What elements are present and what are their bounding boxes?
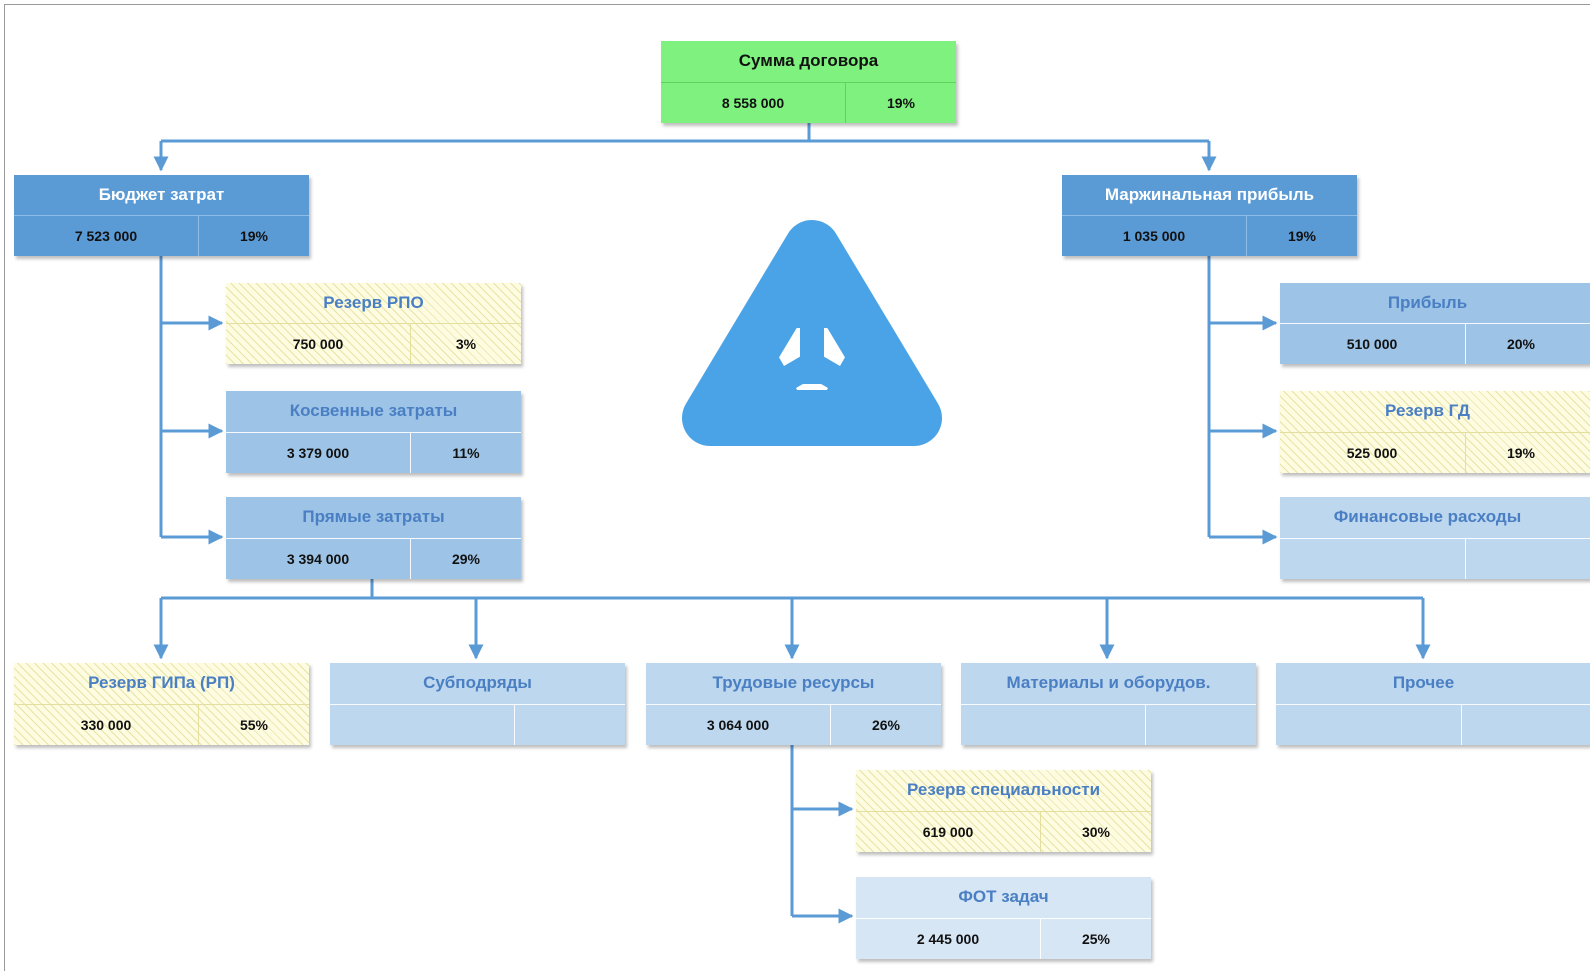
node-title: Сумма договора [738,51,879,70]
node-title: Резерв специальности [906,780,1101,799]
node-cost-budget: Бюджет затрат 7 523 000 19% [14,175,309,256]
node-direct-costs: Прямые затраты 3 394 000 29% [226,497,521,579]
triangle-arrows-logo [682,220,942,446]
node-percent [1461,705,1572,745]
node-profit: Прибыль 510 000 20% [1280,283,1590,364]
node-reserve-gd: Резерв ГД 525 000 19% [1280,391,1590,473]
node-title: Финансовые расходы [1333,507,1522,526]
node-title: Субподряды [423,673,532,692]
node-value: 1 035 000 [1122,228,1186,244]
node-values-row [1280,538,1590,579]
node-subcontracts: Субподряды [330,663,625,745]
node-marginal-profit: Маржинальная прибыль 1 035 000 19% [1062,175,1357,256]
node-title: Резерв РПО [323,293,424,312]
node-title: Косвенные затраты [289,401,458,420]
node-value: 330 000 [80,717,132,733]
node-percent: 3% [410,324,521,364]
node-percent: 30% [1040,812,1151,852]
node-values-row: 525 000 19% [1280,432,1590,473]
node-percent: 26% [830,705,941,745]
node-percent: 19% [1465,433,1576,473]
node-contract-sum: Сумма договора 8 558 000 19% [661,41,956,123]
node-value [961,705,1145,745]
node-percent: 19% [1246,216,1357,256]
node-values-row: 8 558 000 19% [661,82,956,123]
node-values-row [1276,704,1590,745]
node-percent: 19% [198,216,309,256]
node-title: Резерв ГД [1385,401,1470,420]
node-title: Трудовые ресурсы [712,673,875,692]
node-values-row: 3 394 000 29% [226,538,521,579]
node-title: Прибыль [1387,293,1468,312]
node-values-row: 510 000 20% [1280,323,1590,364]
node-value [1280,539,1464,579]
node-values-row: 750 000 3% [226,323,521,364]
node-title: Резерв ГИПа (РП) [88,673,235,692]
node-labor-resources: Трудовые ресурсы 3 064 000 26% [646,663,941,745]
node-values-row: 3 064 000 26% [646,704,941,745]
node-value: 8 558 000 [721,95,785,111]
logo-arrow-up [782,268,842,384]
node-values-row: 330 000 55% [14,704,309,745]
node-value: 750 000 [292,336,344,352]
node-values-row: 3 379 000 11% [226,432,521,473]
node-task-payroll: ФОТ задач 2 445 000 25% [856,877,1151,959]
node-title: Прямые затраты [302,507,445,526]
node-values-row [330,704,625,745]
node-percent [1465,539,1576,579]
node-value: 510 000 [1346,336,1398,352]
node-values-row: 1 035 000 19% [1062,215,1357,256]
logo-triangle-outline [682,220,942,446]
node-title: ФОТ задач [958,887,1049,906]
node-percent: 20% [1465,324,1576,364]
node-value: 525 000 [1346,445,1398,461]
node-financial-expenses: Финансовые расходы [1280,497,1590,579]
node-value: 3 394 000 [286,551,350,567]
node-value: 3 064 000 [706,717,770,733]
node-value [330,705,514,745]
node-value: 7 523 000 [74,228,138,244]
node-values-row: 7 523 000 19% [14,215,309,256]
diagram-canvas [4,4,1590,971]
node-values-row: 2 445 000 25% [856,918,1151,959]
node-values-row: 619 000 30% [856,811,1151,852]
node-indirect-costs: Косвенные затраты 3 379 000 11% [226,391,521,473]
node-title: Маржинальная прибыль [1104,185,1315,204]
node-percent: 19% [845,83,956,123]
node-value: 3 379 000 [286,445,350,461]
node-title: Бюджет затрат [98,185,225,204]
node-percent: 55% [198,705,309,745]
node-other: Прочее [1276,663,1590,745]
node-value: 2 445 000 [916,931,980,947]
node-percent: 29% [410,539,521,579]
node-title: Прочее [1392,673,1455,692]
node-materials: Материалы и оборудов. [961,663,1256,745]
node-values-row [961,704,1256,745]
node-percent: 11% [410,433,521,473]
node-reserve-specialty: Резерв специальности 619 000 30% [856,770,1151,852]
node-value: 619 000 [922,824,974,840]
node-value [1276,705,1460,745]
logo-arrow-left [733,352,820,402]
node-percent [514,705,625,745]
node-reserve-rpo: Резерв РПО 750 000 3% [226,283,521,364]
node-reserve-gip: Резерв ГИПа (РП) 330 000 55% [14,663,309,745]
logo-arrow-right [804,352,891,402]
node-title: Материалы и оборудов. [1006,673,1211,692]
node-percent: 25% [1040,919,1151,959]
node-percent [1145,705,1256,745]
